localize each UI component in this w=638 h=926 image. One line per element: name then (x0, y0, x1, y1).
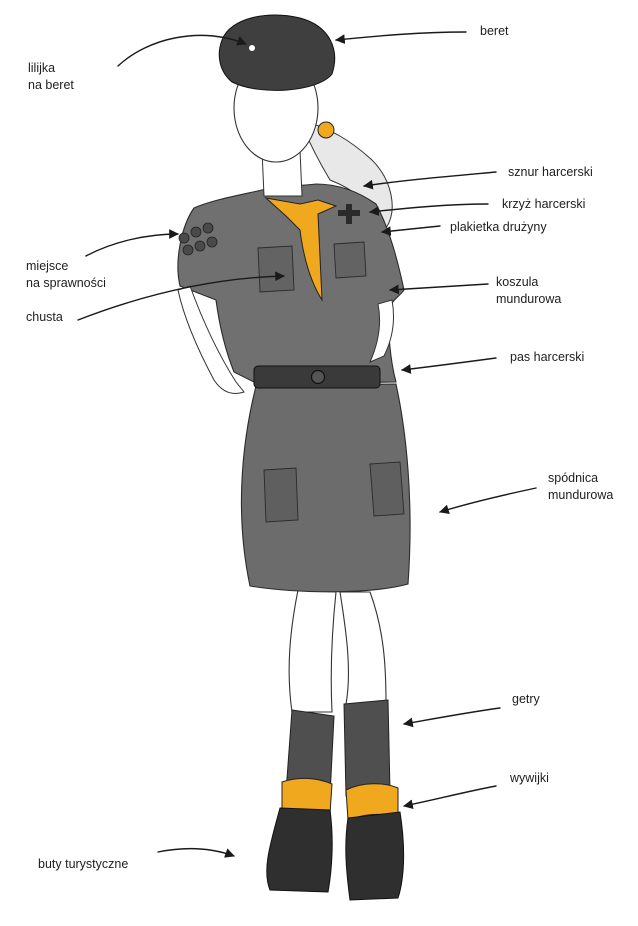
label-spodnica: spódnica mundurowa (548, 470, 613, 504)
arrow-beret (336, 32, 466, 40)
label-lilijka: lilijka na beret (28, 60, 74, 94)
label-chusta: chusta (26, 309, 63, 326)
arrow-koszula (390, 284, 488, 290)
arrow-spodnica (440, 488, 536, 512)
arrow-plakietka (382, 226, 440, 232)
label-spodnica-line1: spódnica (548, 470, 613, 487)
beret-shape (219, 15, 334, 90)
label-lilijka-line2: na beret (28, 77, 74, 94)
label-koszula-line1: koszula (496, 274, 561, 291)
label-koszula-line2: mundurowa (496, 291, 561, 308)
label-koszula: koszula mundurowa (496, 274, 561, 308)
label-spodnica-line2: mundurowa (548, 487, 613, 504)
arrow-miejsce (86, 234, 178, 256)
label-beret: beret (480, 23, 509, 40)
label-miejsce: miejsce na sprawności (26, 258, 106, 292)
right-boot (346, 812, 404, 900)
right-leg (340, 592, 386, 704)
label-getry: getry (512, 691, 540, 708)
arrow-buty (158, 849, 234, 856)
right-gaiter (344, 700, 390, 796)
label-plakietka: plakietka drużyny (450, 219, 547, 236)
label-miejsce-line1: miejsce (26, 258, 106, 275)
arrow-getry (404, 708, 500, 724)
label-lilijka-line1: lilijka (28, 60, 74, 77)
label-wywijki: wywijki (510, 770, 549, 787)
arrow-pas (402, 358, 496, 370)
label-pas: pas harcerski (510, 349, 584, 366)
label-buty: buty turystyczne (38, 856, 128, 873)
label-sznur: sznur harcerski (508, 164, 593, 181)
left-leg (289, 590, 336, 712)
left-boot (267, 808, 332, 892)
hair-tie (318, 122, 334, 138)
label-miejsce-line2: na sprawności (26, 275, 106, 292)
label-krzyz: krzyż harcerski (502, 196, 585, 213)
arrow-wywijki (404, 786, 496, 806)
